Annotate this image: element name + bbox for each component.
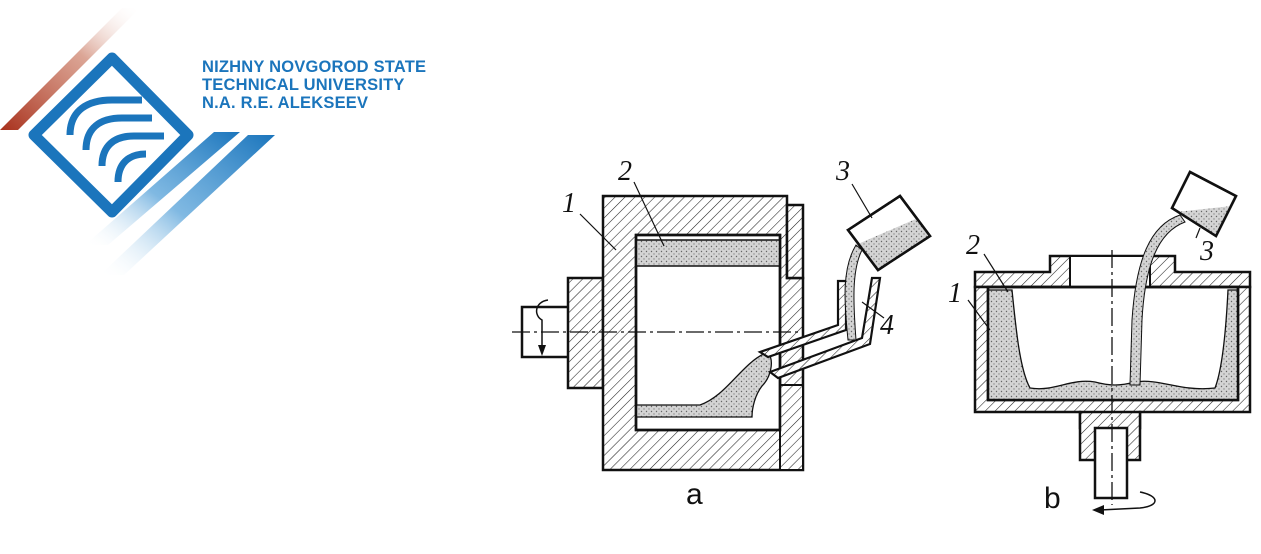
diagram-a-metal-flow xyxy=(635,351,772,418)
diagram-b-pour-stream xyxy=(1129,214,1186,386)
diagram-a-flange xyxy=(779,384,804,471)
diagram-b-label-2: 2 xyxy=(966,230,980,261)
diagram-a-label-4: 4 xyxy=(880,310,894,341)
university-logo xyxy=(0,8,275,275)
university-name-line-2: TECHNICAL UNIVERSITY xyxy=(202,76,405,94)
diagram-b-metal-layer xyxy=(987,289,1239,401)
red-stripe xyxy=(0,8,140,130)
diagram-a: 1 2 3 4 a xyxy=(512,156,932,511)
university-name-line-1: NIZHNY NOVGOROD STATE xyxy=(202,58,427,76)
diagram-a-caption: a xyxy=(686,478,703,511)
blue-stripe-2 xyxy=(100,135,275,275)
diagram-a-metal-layer-top xyxy=(635,239,781,267)
diagram-a-rotation-arrow-icon xyxy=(535,299,549,350)
diagram-b-label-1: 1 xyxy=(948,278,962,309)
diagram-b: 1 2 3 b xyxy=(948,170,1252,515)
diagram-b-label-3: 3 xyxy=(1199,236,1214,267)
diagram-a-hub xyxy=(566,276,605,390)
diagram-a-ladle xyxy=(846,194,932,272)
university-name-line-3: N.A. R.E. ALEKSEEV xyxy=(202,94,369,112)
diagram-a-lid xyxy=(785,203,805,280)
logo-emblem-icon xyxy=(28,52,194,218)
diagram-a-label-3: 3 xyxy=(835,156,850,187)
diagram-a-label-2: 2 xyxy=(618,156,632,187)
diagram-a-pour-stream xyxy=(844,244,863,341)
diagram-b-rotation-arrow-icon xyxy=(1099,491,1156,511)
blue-stripe-1 xyxy=(85,132,240,245)
diagram-b-caption: b xyxy=(1044,482,1061,515)
diagram-b-shaft xyxy=(1093,426,1129,500)
university-name: NIZHNY NOVGOROD STATE TECHNICAL UNIVERSI… xyxy=(202,58,426,112)
diagram-b-ladle xyxy=(1170,170,1238,238)
diagram-a-label-1: 1 xyxy=(562,188,576,219)
